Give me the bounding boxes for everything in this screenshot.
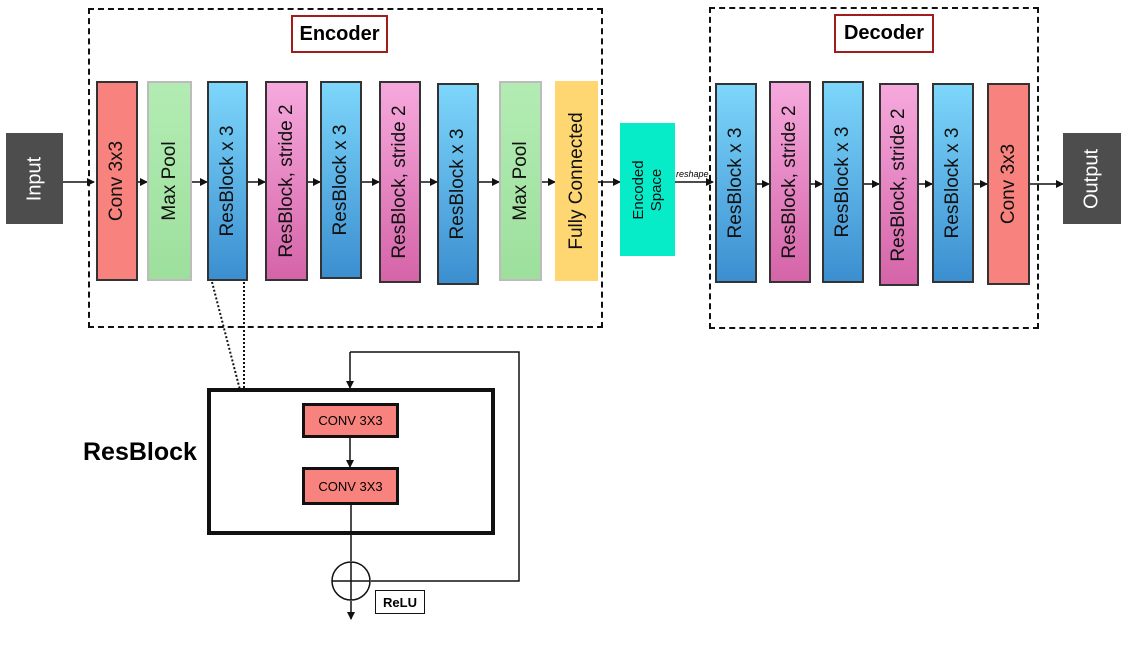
decoder-title: Decoder xyxy=(834,14,934,53)
encoder-resblock-stride-block: ResBlock, stride 2 xyxy=(379,81,421,283)
decoder-resblock-block: ResBlock x 3 xyxy=(932,83,974,283)
reshape-label: reshape xyxy=(676,169,709,179)
encoder-block-label: Max Pool xyxy=(509,141,531,221)
encoder-block-label: Max Pool xyxy=(158,141,180,221)
decoder-block-label: Conv 3x3 xyxy=(997,143,1019,225)
encoder-title: Encoder xyxy=(291,15,388,53)
encoded-space-label: Encoded Space xyxy=(629,159,665,220)
encoder-maxpool-block: Max Pool xyxy=(499,81,542,281)
encoder-block-label: ResBlock, stride 2 xyxy=(275,104,297,258)
encoder-frame xyxy=(88,8,603,328)
decoder-resblock-block: ResBlock x 3 xyxy=(822,81,864,283)
decoder-block-label: ResBlock x 3 xyxy=(942,127,963,239)
decoder-conv-block: Conv 3x3 xyxy=(987,83,1030,285)
decoder-resblock-stride-block: ResBlock, stride 2 xyxy=(769,81,811,283)
input-block: Input xyxy=(6,133,63,224)
encoder-conv-block: Conv 3x3 xyxy=(96,81,138,281)
encoder-block-label: Conv 3x3 xyxy=(106,140,127,222)
encoder-block-label: ResBlock, stride 2 xyxy=(389,105,410,259)
encoder-resblock-block: ResBlock x 3 xyxy=(437,83,479,285)
decoder-frame xyxy=(709,7,1039,329)
decoder-resblock-block: ResBlock x 3 xyxy=(715,83,757,283)
encoded-space-block: Encoded Space xyxy=(620,123,675,256)
decoder-block-label: ResBlock x 3 xyxy=(832,126,853,238)
encoder-block-label: Fully Connected xyxy=(565,112,587,250)
output-label: Output xyxy=(1080,148,1103,209)
encoder-block-label: ResBlock x 3 xyxy=(447,128,468,240)
encoder-resblock-block: ResBlock x 3 xyxy=(320,81,362,279)
encoder-resblock-stride-block: ResBlock, stride 2 xyxy=(265,81,308,281)
input-label: Input xyxy=(23,156,45,201)
zoom-line-left xyxy=(211,281,241,391)
add-node xyxy=(331,561,371,601)
decoder-resblock-stride-block: ResBlock, stride 2 xyxy=(879,83,919,286)
decoder-block-label: ResBlock, stride 2 xyxy=(779,105,800,259)
encoder-fully-connected-block: Fully Connected xyxy=(555,81,598,281)
decoder-block-label: ResBlock x 3 xyxy=(725,127,746,239)
resblock-frame xyxy=(207,388,495,535)
skip-connection xyxy=(350,351,520,582)
relu-label: ReLU xyxy=(375,590,425,614)
output-block: Output xyxy=(1063,133,1121,224)
resblock-conv2: CONV 3X3 xyxy=(302,467,399,505)
encoder-block-label: ResBlock x 3 xyxy=(330,124,351,236)
decoder-block-label: ResBlock, stride 2 xyxy=(888,107,909,262)
resblock-title: ResBlock xyxy=(83,438,197,466)
encoder-resblock-block: ResBlock x 3 xyxy=(207,81,248,281)
encoder-block-label: ResBlock x 3 xyxy=(216,125,238,237)
resblock-conv1: CONV 3X3 xyxy=(302,403,399,438)
encoder-maxpool-block: Max Pool xyxy=(147,81,192,281)
